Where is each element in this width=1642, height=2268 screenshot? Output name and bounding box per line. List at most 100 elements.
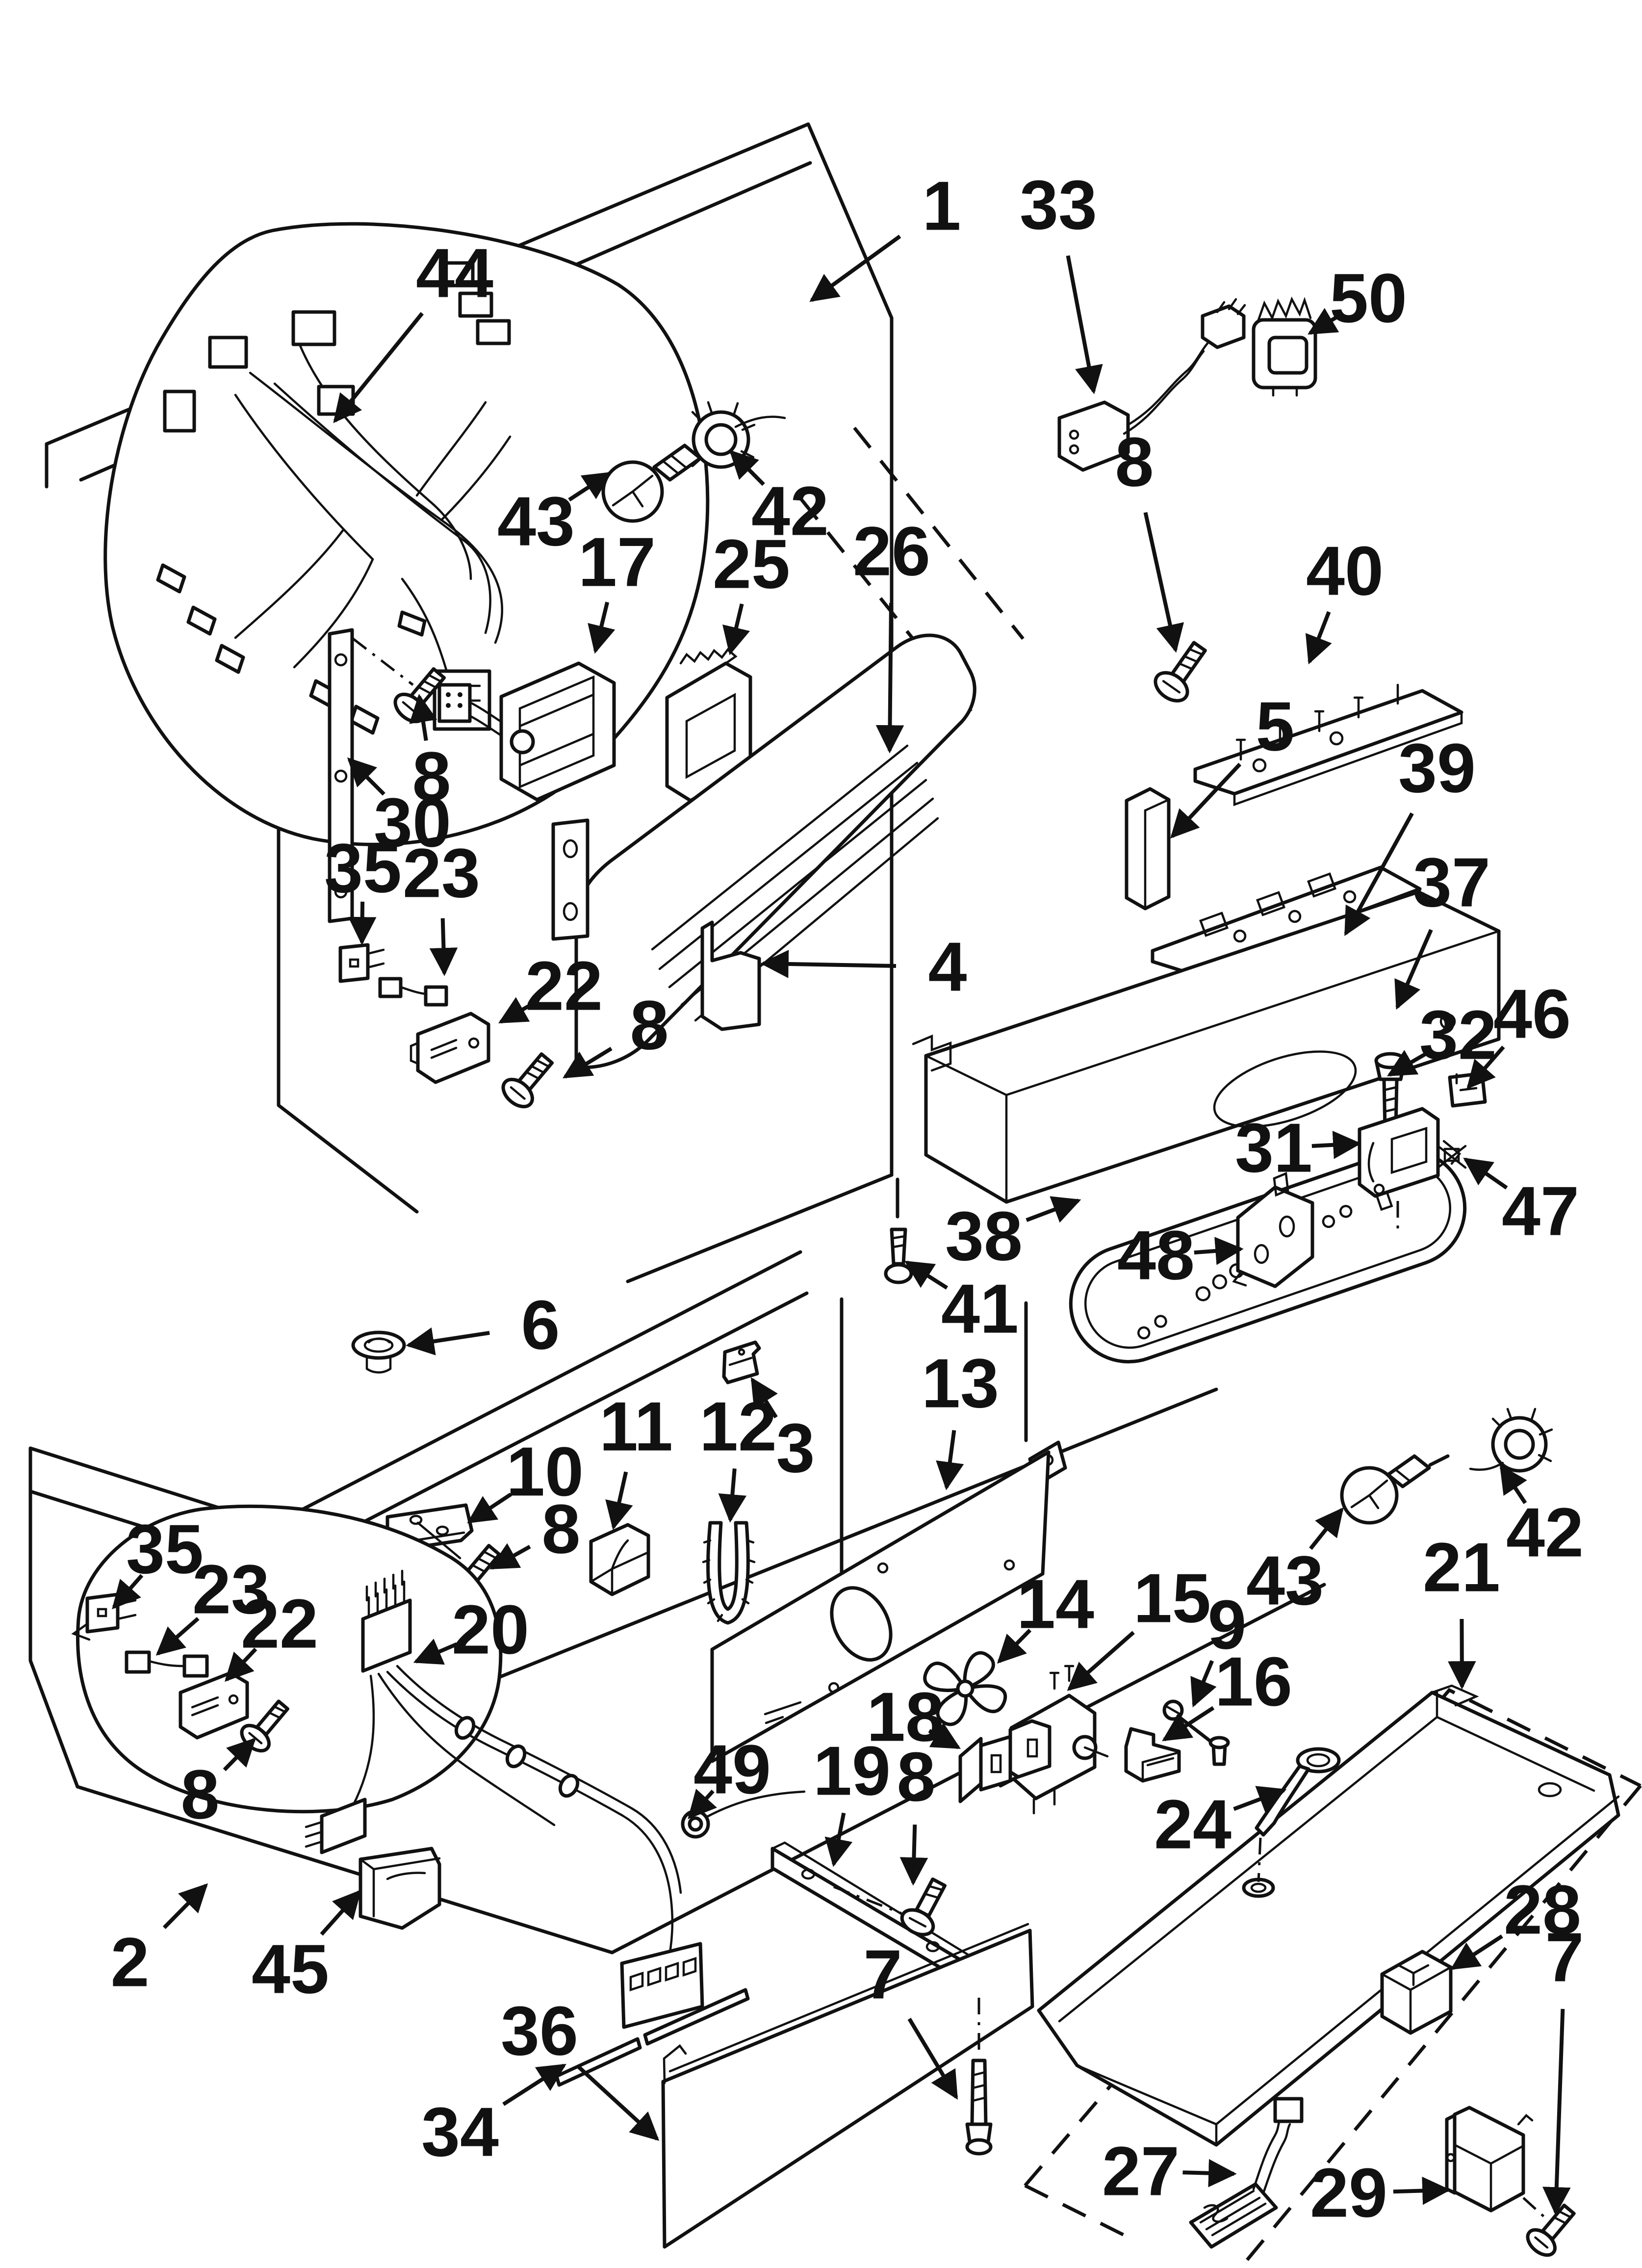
callout-label-13: 13 [922,1345,999,1423]
callout-arrow-27 [1182,2159,1237,2188]
callout-arrow-40 [1305,611,1332,665]
callout-arrow-17 [588,601,616,654]
callout-label-26: 26 [853,513,930,591]
wiring-harness-20 [305,1569,704,2029]
lower-cabinet-outline [28,1250,1326,1955]
callout-arrow-6 [406,1327,490,1356]
callout-arrow-43 [568,471,612,502]
callout-arrow-50 [1308,308,1343,335]
callout-arrow-7 [1542,2008,1571,2216]
callout-label-45: 45 [252,1930,329,2008]
thermostat-jumper-23-upper [378,977,448,1007]
callout-label-11: 11 [599,1388,673,1466]
callout-label-36: 36 [501,1992,578,2070]
callout-arrow-5 [1170,762,1242,839]
bracket-18 [958,1719,1052,1803]
callout-arrow-37 [1394,929,1433,1010]
kickplate-panel-36 [661,1923,1034,2249]
callout-arrow-33 [1066,255,1103,394]
callout-arrow-20 [413,1639,458,1665]
callout-arrow-48 [1194,1237,1244,1265]
clip-16 [1124,1727,1181,1783]
callout-label-17: 17 [578,523,656,601]
callout-label-18: 18 [867,1678,944,1756]
callout-label-27: 27 [1102,2133,1180,2211]
callout-label-24: 24 [1154,1786,1232,1864]
defrost-pan-assembly-21 [1024,1684,1642,2268]
cover-bracket-29 [1445,2106,1546,2218]
callout-arrow-38 [1026,1196,1081,1223]
callout-arrow-43 [1309,1507,1344,1550]
callout-label-19: 19 [813,1732,891,1810]
callout-arrow-8 [1143,512,1184,653]
bracket-31 [1358,1107,1440,1230]
callout-label-12: 12 [699,1388,777,1466]
callout-arrow-11 [605,1471,633,1530]
wire-loom-12 [702,1521,756,1625]
callout-label-23: 23 [192,1551,270,1629]
callout-arrow-14 [997,1628,1032,1664]
callout-arrow-8 [489,1543,531,1570]
callout-label-8: 8 [1115,423,1154,501]
callout-arrow-13 [936,1430,964,1490]
callout-label-16: 16 [1215,1643,1292,1721]
callout-arrow-35 [112,1574,144,1610]
evaporator-fan-blade-14 [923,1651,1007,1726]
callout-arrow-3 [750,1377,778,1419]
callout-label-2: 2 [111,1924,150,2002]
callout-label-40: 40 [1306,532,1384,610]
defrost-thermostat-33 [1057,298,1246,472]
callout-arrow-10 [467,1492,512,1524]
callout-label-42: 42 [751,472,829,550]
callout-arrow-4 [760,950,897,978]
bracket-45 [359,1847,441,1930]
callout-label-32: 32 [1419,996,1497,1074]
screw-41 [884,1177,913,1284]
control-module-50 [1252,296,1317,397]
evaporator-pan [1037,1684,1620,2147]
callout-arrow-18 [928,1722,961,1749]
callout-label-48: 48 [1117,1217,1195,1295]
callout-label-8: 8 [630,987,669,1065]
callout-arrow-47 [1463,1157,1508,1190]
callout-arrow-8 [899,1825,928,1886]
callout-label-3: 3 [776,1409,815,1487]
lamp-housing-22-upper [410,1012,490,1084]
callout-arrow-9 [1190,1660,1217,1708]
callout-label-4: 4 [928,928,967,1006]
callout-label-42: 42 [1506,1494,1584,1572]
spacer-5 [1125,787,1171,911]
callout-label-43: 43 [497,483,575,561]
callout-label-22: 22 [525,947,603,1025]
callout-label-14: 14 [1017,1565,1094,1643]
callout-label-31: 31 [1235,1109,1312,1187]
callout-label-23: 23 [403,834,480,912]
callout-label-10: 10 [506,1433,584,1511]
callout-arrow-8 [563,1046,613,1079]
callout-label-34: 34 [421,2093,499,2171]
bracket-48 [1232,1172,1314,1288]
callout-arrow-24 [1233,1786,1287,1813]
callout-arrow-45 [320,1889,361,1936]
light-switch-17 [437,661,616,802]
callout-arrow-42 [1499,1464,1527,1504]
callout-arrow-15 [1067,1631,1135,1691]
callout-label-8: 8 [412,738,451,816]
callout-label-9: 9 [1208,1586,1247,1664]
callout-label-1: 1 [923,167,961,245]
callout-arrow-26 [875,602,904,754]
callout-label-7: 7 [1545,1919,1584,1997]
callout-label-8: 8 [542,1490,581,1568]
callout-label-8: 8 [897,1738,936,1816]
callout-arrow-12 [718,1468,747,1523]
callout-label-38: 38 [945,1198,1023,1276]
clip-46 [1448,1071,1487,1108]
callout-arrow-28 [1450,1934,1503,1970]
callout-arrow-29 [1393,2176,1451,2205]
callout-arrow-25 [722,603,750,655]
bulb-socket-42-upper [691,401,786,469]
light-bulb-43-lower [1340,1454,1450,1525]
callout-label-6: 6 [521,1286,560,1364]
clip-35-upper [338,943,385,983]
